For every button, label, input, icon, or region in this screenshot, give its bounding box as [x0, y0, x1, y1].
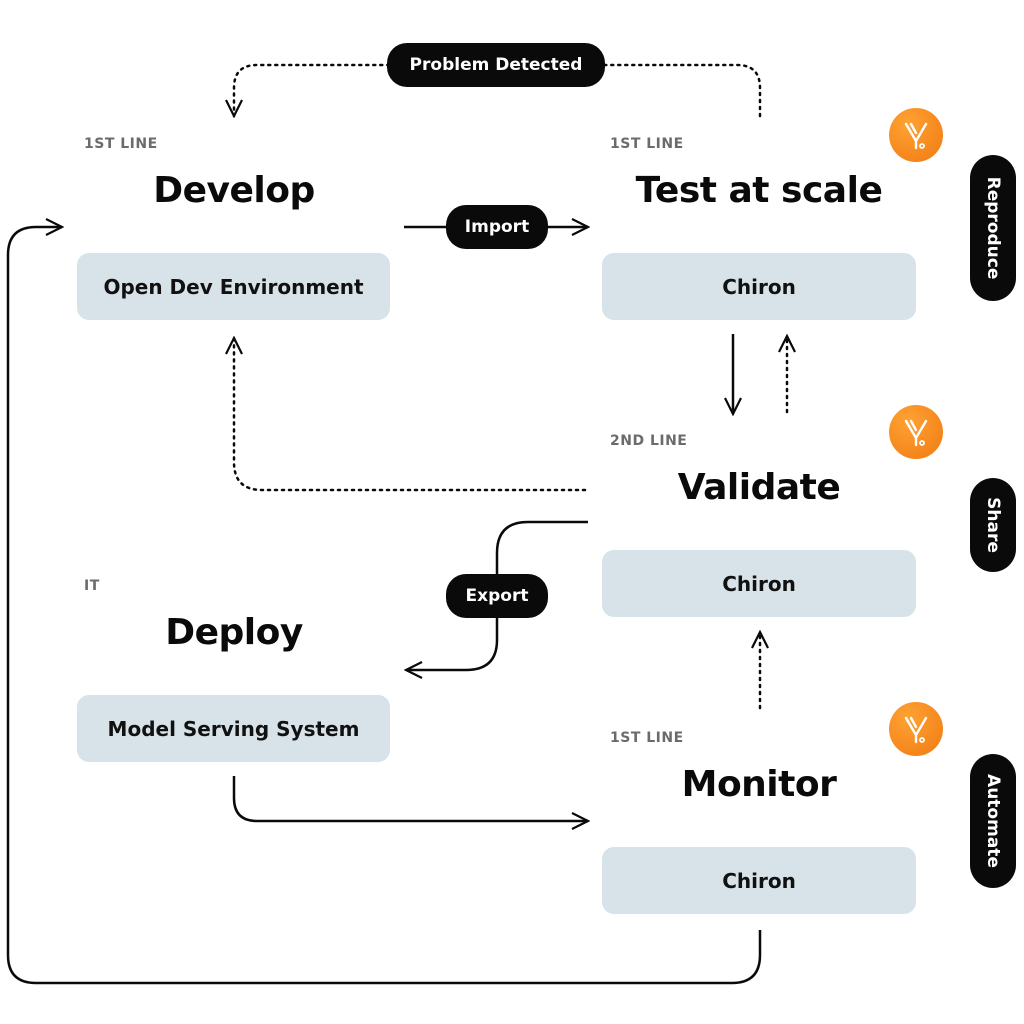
test-box: Chiron	[602, 253, 916, 320]
share-text: Share	[983, 497, 1003, 553]
deploy-title: Deploy	[165, 612, 303, 653]
automate-text: Automate	[983, 774, 1003, 868]
reproduce-side-label: Reproduce	[970, 155, 1016, 301]
export-pill: Export	[446, 574, 548, 618]
validate-line-label: 2ND LINE	[610, 433, 688, 449]
validate-box: Chiron	[602, 550, 916, 617]
chiron-logo-icon	[889, 702, 943, 756]
share-side-label: Share	[970, 478, 1016, 572]
develop-box: Open Dev Environment	[77, 253, 390, 320]
monitor-to-develop-loop	[6, 227, 762, 985]
problem-detected-pill: Problem Detected	[387, 43, 605, 87]
validate-to-develop-arrow	[234, 338, 587, 492]
import-pill: Import	[446, 205, 548, 249]
problem-detected-arrow	[234, 63, 762, 116]
develop-line-label: 1ST LINE	[84, 136, 158, 152]
monitor-line-label: 1ST LINE	[610, 730, 684, 746]
monitor-title: Monitor	[681, 764, 837, 805]
test-title: Test at scale	[635, 170, 883, 211]
reproduce-text: Reproduce	[983, 176, 1003, 280]
test-line-label: 1ST LINE	[610, 136, 684, 152]
develop-title: Develop	[153, 170, 315, 211]
deploy-box: Model Serving System	[77, 695, 390, 762]
chiron-logo-icon	[889, 405, 943, 459]
deploy-to-monitor-arrow	[232, 776, 588, 821]
deploy-line-label: IT	[84, 578, 100, 594]
validate-title: Validate	[677, 467, 841, 508]
automate-side-label: Automate	[970, 754, 1016, 888]
chiron-logo-icon	[889, 108, 943, 162]
monitor-box: Chiron	[602, 847, 916, 914]
